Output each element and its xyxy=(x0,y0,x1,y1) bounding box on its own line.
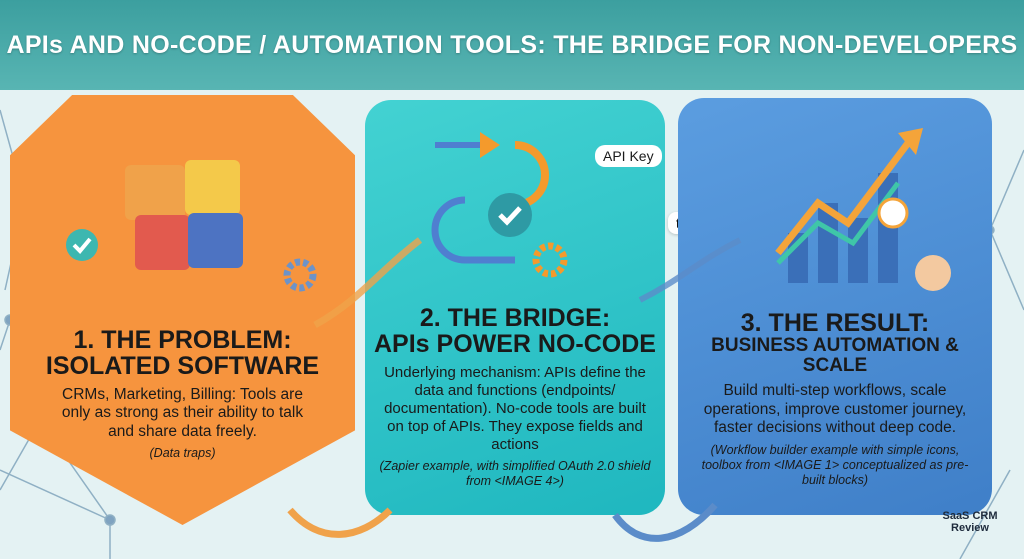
puzzle-pieces-icon xyxy=(125,160,243,270)
page-title: APIs AND NO-CODE / AUTOMATION TOOLS: THE… xyxy=(6,30,1018,59)
panel-body: Build multi-step workflows, scale operat… xyxy=(703,382,967,437)
workflow-arrows-icon xyxy=(431,132,568,278)
panel-bridge: API Key 2. THE BRIDGE: APIs POWER NO-COD… xyxy=(365,100,665,515)
panel-problem: 1. THE PROBLEM: ISOLATED SOFTWARE CRMs, … xyxy=(10,95,355,525)
panel-body: CRMs, Marketing, Billing: Tools are only… xyxy=(61,385,304,440)
api-key-label: API Key xyxy=(595,145,662,167)
panel-note: (Zapier example, with simplified OAuth 2… xyxy=(379,458,651,488)
panel-note: (Workflow builder example with simple ic… xyxy=(701,442,969,487)
logo-line-2: Review xyxy=(951,522,989,535)
panel-body: Underlying mechanism: APIs define the da… xyxy=(384,363,646,453)
title-line-1: 3. THE RESULT: xyxy=(740,309,930,337)
check-shield-icon xyxy=(66,229,98,261)
title-line-2: APIs POWER NO-CODE xyxy=(374,330,656,359)
panel-result: 3. THE RESULT: BUSINESS AUTOMATION & SCA… xyxy=(678,98,992,515)
title-line-1: 2. THE BRIDGE: xyxy=(419,304,611,332)
header-banner: APIs AND NO-CODE / AUTOMATION TOOLS: THE… xyxy=(0,0,1024,90)
title-line-2: ISOLATED SOFTWARE xyxy=(45,352,320,381)
logo-line-1: SaaS CRM xyxy=(942,510,998,522)
panel-title: 3. THE RESULT: BUSINESS AUTOMATION & SCA… xyxy=(678,310,992,376)
title-line-2: BUSINESS AUTOMATION & SCALE xyxy=(711,335,959,377)
panel-note: (Data traps) xyxy=(149,446,216,461)
title-line-1: 1. THE PROBLEM: xyxy=(73,326,292,354)
brand-logo: SaaS CRM Review xyxy=(930,510,1010,554)
panel-title: 2. THE BRIDGE: APIs POWER NO-CODE xyxy=(365,305,665,358)
gear-icon xyxy=(283,258,317,292)
growth-chart-icon xyxy=(775,128,951,291)
panel-title: 1. THE PROBLEM: ISOLATED SOFTWARE xyxy=(10,327,355,380)
